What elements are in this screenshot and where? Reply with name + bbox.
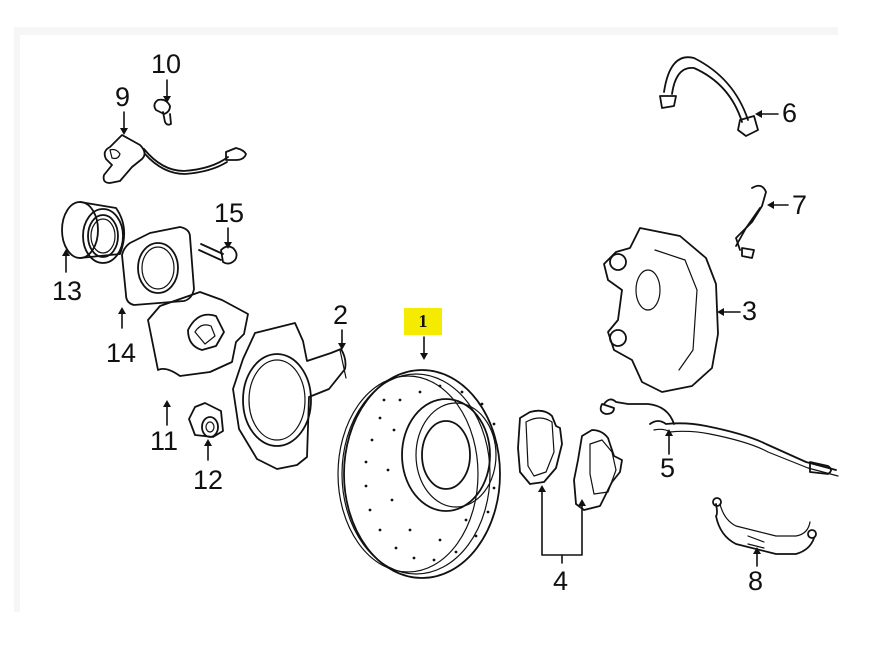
part-14-retainer-plate[interactable] [121, 226, 195, 306]
part-10-sensor-bolt[interactable] [153, 98, 172, 126]
callout-7[interactable]: 7 [792, 190, 808, 220]
callout-3[interactable]: 3 [742, 296, 758, 326]
frame-border-top [14, 27, 838, 35]
callout-11[interactable]: 11 [150, 426, 179, 456]
part-2-splash-shield[interactable] [232, 322, 347, 470]
callout-15[interactable]: 15 [214, 198, 245, 228]
part-4-brake-pads[interactable] [517, 409, 623, 511]
part-7-brake-line[interactable] [735, 184, 767, 259]
callout-12[interactable]: 12 [193, 465, 224, 495]
part-6-brake-hose[interactable] [659, 56, 759, 137]
callout-9[interactable]: 9 [115, 82, 131, 112]
part-5-wear-sensor[interactable] [599, 398, 839, 477]
callout-10[interactable]: 10 [151, 49, 182, 79]
callout-2[interactable]: 2 [333, 300, 349, 330]
rotor-drill-holes [364, 384, 496, 562]
part-9-abs-sensor[interactable] [102, 134, 247, 184]
part-13-wheel-bearing[interactable] [61, 201, 126, 264]
part-1-brake-rotor[interactable] [337, 369, 501, 579]
part-12-hub-nut[interactable] [188, 402, 224, 438]
callout-14[interactable]: 14 [106, 338, 137, 368]
leader-lines [62, 79, 789, 567]
part-8-sensor-harness[interactable] [712, 497, 817, 555]
callout-5[interactable]: 5 [660, 453, 676, 483]
callout-13[interactable]: 13 [52, 276, 83, 306]
callout-6[interactable]: 6 [782, 98, 798, 128]
part-11-wheel-hub[interactable] [147, 291, 249, 377]
callout-4[interactable]: 4 [553, 566, 569, 596]
callout-8[interactable]: 8 [748, 566, 764, 596]
part-3-brake-caliper[interactable] [603, 227, 719, 393]
frame-border-left [14, 27, 20, 612]
part-15-retainer-bolt[interactable] [198, 243, 238, 265]
callout-1-highlighted[interactable]: 1 [404, 308, 442, 335]
